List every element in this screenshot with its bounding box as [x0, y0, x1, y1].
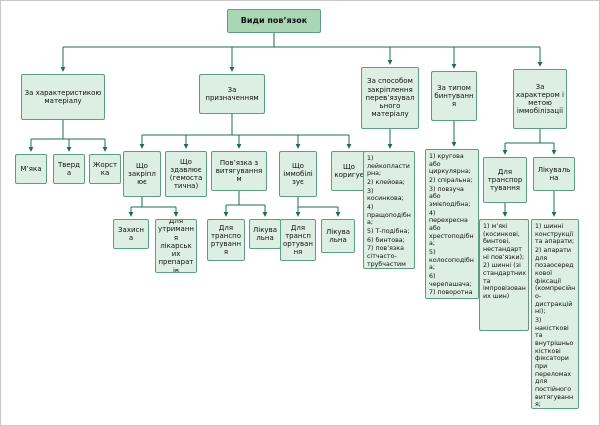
node-traction-transport: Для транспортування	[207, 219, 245, 261]
list-item: 3) косинкова;	[367, 187, 404, 203]
list-item: 6) черепашача;	[429, 273, 472, 288]
node-material-hard: Тверда	[53, 154, 85, 184]
node-purpose-immobilizing: Що іммобілізує	[279, 151, 317, 197]
list-item: 7) пов’язка сітчасто-трубчастим бинтом	[367, 245, 406, 268]
list-item: 5) Т-подібна;	[367, 228, 410, 236]
node-material-soft: М’яка	[15, 154, 47, 184]
node-fixing-medicinal: Для утримання лікарських препаратів	[155, 219, 197, 273]
node-by-bandaging-type: За типом бинтування	[431, 71, 477, 121]
list-therapeutic-means: 1) шинні конструкції та апарати;2) апара…	[531, 219, 579, 409]
list-item: 2) спіральна;	[429, 177, 473, 185]
list-fixation-methods: 1) лейкопластирна;2) клейова;3) косинков…	[363, 151, 415, 269]
list-item: 4) перехресна або хрестоподібна;	[429, 209, 474, 248]
node-by-material: За характеристикою матеріалу	[21, 74, 105, 120]
list-item: 6) бинтова;	[367, 236, 405, 244]
node-purpose-pressing: Що здавлює (гемостатична)	[165, 151, 207, 197]
node-by-purpose: За призначенням	[199, 74, 265, 114]
node-purpose-fixing: Що закріплює	[123, 151, 161, 197]
list-item: 2) шинні (зі стандартних та імпровізован…	[483, 262, 526, 301]
list-item: 1) шинні конструкції та апарати;	[535, 223, 575, 246]
node-immobilization-therapeutic: Лікувальна	[533, 157, 575, 191]
list-item: 1) кругова або циркулярна;	[429, 153, 471, 176]
list-item: 2) клейова;	[367, 179, 405, 187]
node-by-fixation-method: За способом закріплення перев’язувальног…	[361, 67, 419, 129]
list-item: 2) апарати для позаосередкової фіксації …	[535, 247, 576, 316]
node-immobilizing-therapeutic: Лікувальна	[321, 219, 355, 253]
list-item: 7) поворотна	[429, 289, 473, 297]
node-material-rigid: Жорстка	[89, 154, 121, 184]
list-item: 1) м’які (косинкові, бинтові, нестандарт…	[483, 223, 525, 261]
list-item: 4) пращоподібна;	[367, 204, 411, 227]
list-item: 3) накісткові та внутрішньокісткові фікс…	[535, 317, 574, 409]
node-fixing-protective: Захисна	[113, 219, 149, 249]
node-immobilization-transport: Для транспортування	[483, 157, 527, 203]
list-item: 5) колосоподібна;	[429, 249, 474, 272]
list-item: 1) лейкопластирна;	[367, 155, 410, 178]
node-purpose-correcting: Що коригує	[331, 151, 367, 191]
list-bandaging-types: 1) кругова або циркулярна;2) спіральна;3…	[425, 149, 479, 299]
node-immobilizing-transport: Для транспортування	[280, 219, 316, 261]
node-root: Види пов’язок	[227, 9, 321, 33]
list-item: 3) повзуча або змієподібна;	[429, 185, 471, 209]
list-transport-means: 1) м’які (косинкові, бинтові, нестандарт…	[479, 219, 529, 331]
node-traction-therapeutic: Лікувальна	[249, 219, 281, 249]
node-by-immobilization: За характером і метою іммобілізації	[513, 69, 567, 129]
node-purpose-traction: Пов’язка з витягуванням	[211, 151, 267, 191]
